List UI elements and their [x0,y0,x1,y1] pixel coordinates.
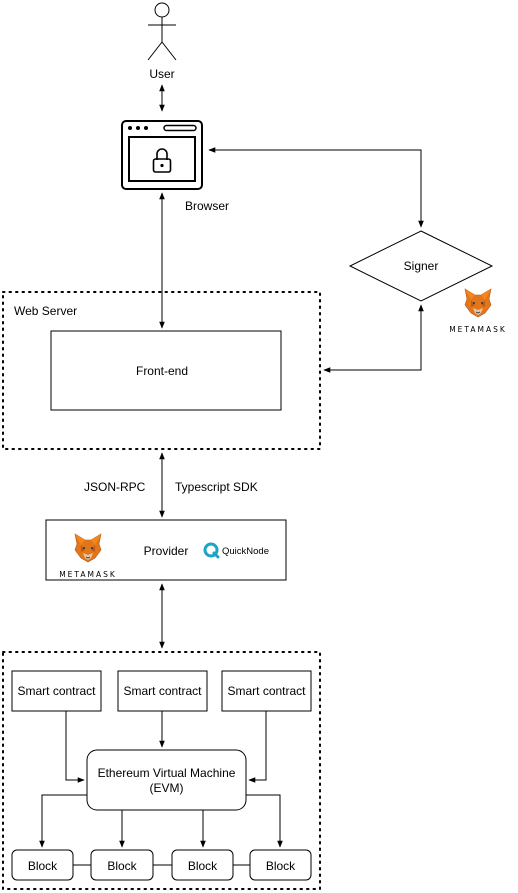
smart-contract-node-2: Smart contract [117,670,208,712]
block-label-3: Block [188,859,218,873]
evm-label-line1: Ethereum Virtual Machine [98,766,236,780]
json-rpc-label: JSON-RPC [84,480,146,494]
metamask-fox-icon [464,288,492,318]
edge-evm-block1 [39,794,87,848]
metamask-wordmark: METAMASK [449,325,507,334]
block-node-1: Block [11,849,74,881]
browser-lock-icon [121,120,203,190]
metamask-wordmark: METAMASK [59,570,117,579]
browser-node: Browser [121,120,229,213]
blockchain-container: Smart contract Smart contract Smart cont… [2,651,321,890]
smart-contract-label-2: Smart contract [123,684,202,698]
edge-contract1-evm [65,711,85,783]
provider-label: Provider [144,544,189,558]
edge-signer-frontend [323,304,424,373]
frontend-node: Front-end [50,330,282,411]
browser-label: Browser [185,199,229,213]
quicknode-label: QuickNode [222,546,269,557]
block-node-4: Block [249,849,312,881]
block-label-4: Block [266,859,296,873]
provider-node: METAMASK Provider QuickNode [45,519,287,581]
edge-contract3-evm [248,711,267,783]
block-node-2: Block [90,849,154,881]
quicknode-logo-icon [203,542,220,559]
smart-contract-node-3: Smart contract [221,670,312,712]
smart-contract-node-1: Smart contract [11,670,102,712]
edge-evm-block4 [246,794,283,848]
web-server-label: Web Server [14,304,77,318]
evm-node: Ethereum Virtual Machine (EVM) [86,749,247,811]
smart-contract-label-3: Smart contract [227,684,306,698]
evm-label-line2: (EVM) [150,781,184,795]
smart-contract-label-1: Smart contract [17,684,96,698]
web-server-container: Web Server Front-end [2,291,321,450]
metamask-logo-signer: METAMASK [449,288,507,334]
stick-figure-icon [147,2,177,61]
signer-node: Signer [348,230,494,302]
signer-label: Signer [404,259,439,273]
user-actor: User [147,2,177,81]
block-label-2: Block [107,859,137,873]
frontend-label: Front-end [136,364,188,378]
edge-browser-signer [208,147,424,228]
block-label-1: Block [28,859,58,873]
user-label: User [149,67,174,81]
typescript-sdk-label: Typescript SDK [175,480,258,494]
block-node-3: Block [171,849,234,881]
